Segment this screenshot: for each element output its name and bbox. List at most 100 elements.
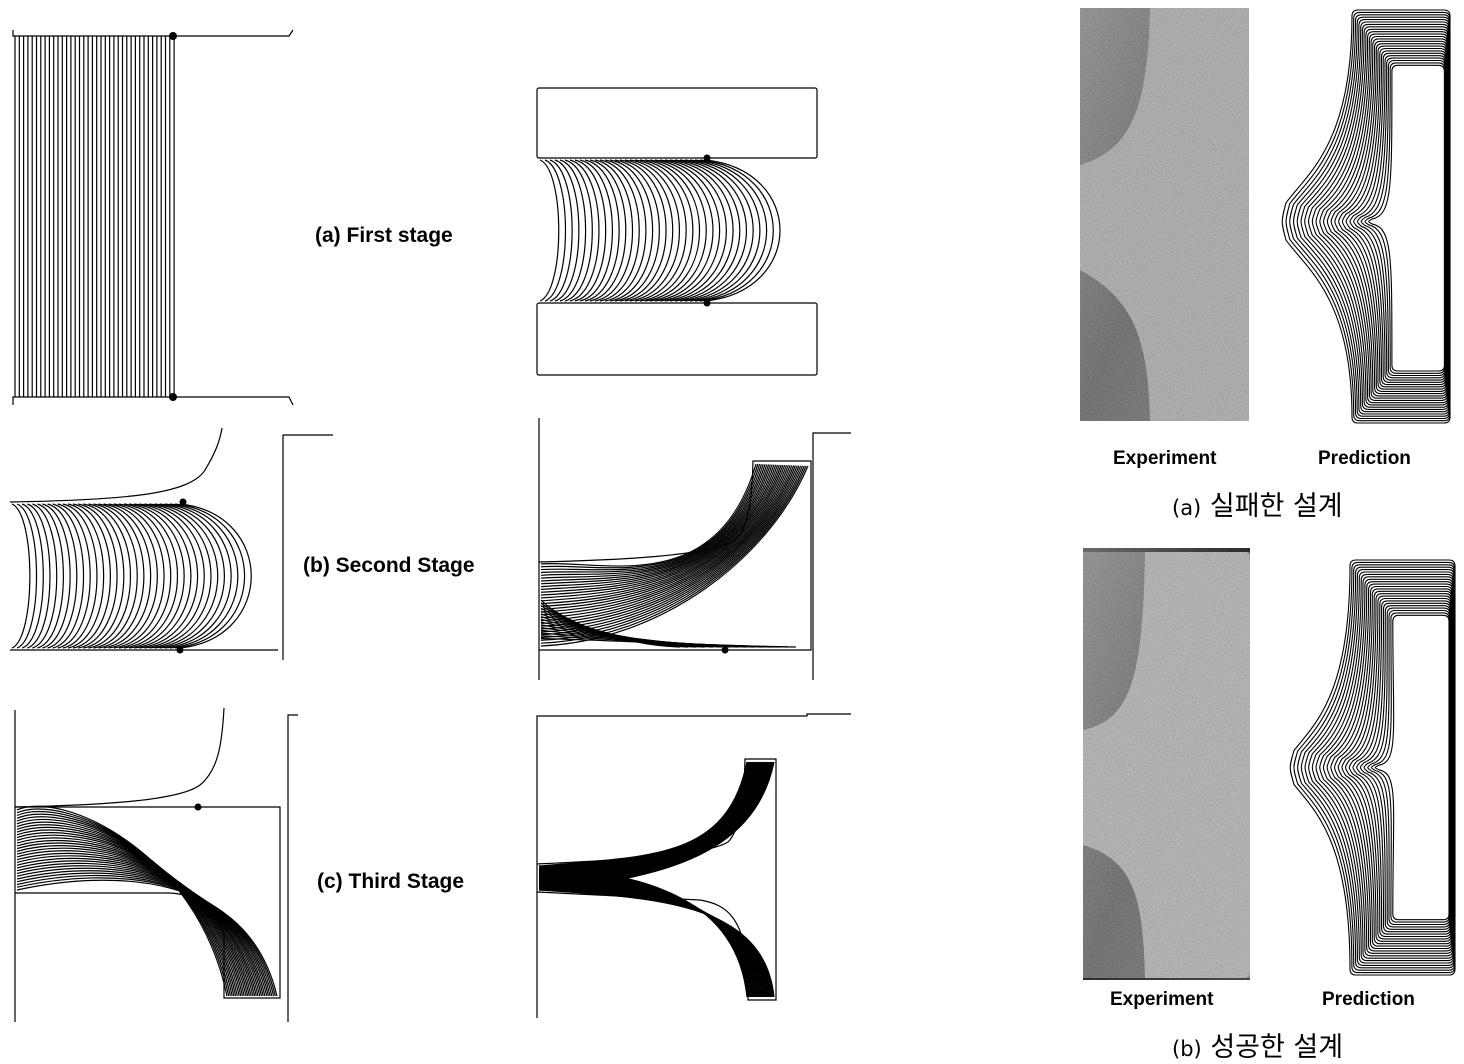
flow-line	[1341, 47, 1447, 388]
flow-line	[47, 503, 78, 649]
flow-line	[1374, 614, 1450, 921]
flow-line	[664, 159, 727, 302]
flow-line	[103, 503, 152, 649]
prediction-flowlines	[1289, 559, 1456, 976]
flow-line	[149, 503, 212, 649]
flow-line	[540, 464, 773, 590]
flow-line	[1315, 31, 1449, 404]
flow-line	[540, 465, 800, 633]
caption-text: 실패한 설계	[1209, 491, 1343, 522]
second-stage-initial	[9, 427, 333, 660]
flow-line	[16, 852, 259, 997]
flow-line	[540, 465, 807, 644]
flow-line	[16, 879, 278, 997]
flow-line	[1363, 607, 1451, 928]
flow-line	[16, 837, 249, 997]
flow-line	[98, 503, 145, 649]
flow-line	[16, 865, 268, 997]
flow-line	[1300, 21, 1450, 413]
curved-flow-lines	[16, 805, 278, 997]
flow-line	[1360, 59, 1446, 377]
flow-line	[639, 159, 694, 302]
flow-line	[540, 464, 782, 605]
flow-line	[629, 159, 681, 302]
flow-line	[1356, 57, 1446, 379]
flow-line	[1364, 62, 1446, 374]
flow-line	[539, 159, 560, 302]
flow-line	[1304, 569, 1455, 966]
flow-line	[634, 159, 687, 302]
flow-line	[1319, 578, 1454, 957]
flow-line	[684, 159, 754, 302]
third-stage-initial	[14, 707, 298, 1022]
flow-line	[1345, 595, 1452, 940]
flow-line	[540, 464, 764, 576]
prediction-label-top: Prediction	[1318, 448, 1411, 469]
flow-line	[1311, 573, 1454, 962]
flow-line	[16, 847, 256, 997]
flow-line	[559, 159, 587, 302]
flow-line	[16, 874, 275, 997]
flow-line	[540, 465, 795, 624]
comparison-bottom	[1083, 548, 1456, 980]
flow-line	[540, 464, 762, 574]
flow-line	[16, 857, 263, 997]
flow-line	[540, 464, 768, 582]
flow-line	[1348, 597, 1452, 938]
flow-line	[1330, 40, 1448, 395]
flow-line	[134, 503, 192, 649]
experiment-label-bottom: Experiment	[1110, 989, 1214, 1010]
flow-line	[1341, 593, 1452, 942]
flow-line	[11, 503, 31, 649]
flow-line	[32, 503, 58, 649]
die-wall	[287, 714, 298, 1022]
flow-line	[624, 159, 674, 302]
flow-line	[62, 503, 98, 649]
flow-line	[1370, 612, 1450, 923]
flow-line	[689, 159, 761, 302]
marker-point	[703, 299, 711, 307]
flow-line	[538, 761, 773, 889]
flow-line	[654, 159, 714, 302]
flow-line	[540, 638, 796, 648]
flow-line	[83, 503, 125, 649]
experiment-photo	[1083, 548, 1250, 980]
flow-line	[538, 889, 775, 998]
flow-line	[544, 159, 567, 302]
curved-flow-lines	[540, 463, 809, 648]
flow-line	[57, 503, 91, 649]
flow-line	[540, 464, 788, 613]
flow-line	[93, 503, 138, 649]
flow-line	[179, 503, 252, 649]
flow-line	[540, 464, 780, 602]
marker-point	[721, 646, 729, 654]
flow-line	[538, 761, 748, 867]
flow-line	[16, 855, 261, 997]
flow-line	[1337, 590, 1453, 945]
flow-line	[1345, 50, 1447, 386]
flow-line	[540, 465, 796, 627]
flow-line	[1300, 566, 1455, 969]
flow-line	[1308, 571, 1455, 964]
flow-line	[78, 503, 118, 649]
flow-line	[699, 159, 774, 302]
flow-line	[540, 464, 779, 599]
experiment-label-top: Experiment	[1113, 448, 1217, 469]
flow-line	[584, 159, 620, 302]
flow-line	[1353, 55, 1446, 381]
flow-line	[704, 159, 781, 302]
flow-line	[604, 159, 647, 302]
caption-tag: (b)	[1172, 1037, 1202, 1061]
flow-line	[88, 503, 132, 649]
flow-line	[594, 159, 633, 302]
marker-point	[176, 646, 184, 654]
flow-line	[1311, 28, 1449, 406]
flow-line	[538, 761, 752, 870]
flow-line	[123, 503, 178, 649]
flow-line	[1315, 576, 1454, 959]
flow-line	[538, 761, 753, 871]
die-outline	[536, 713, 851, 1018]
caption-top: (a) 실패한 설계	[1172, 484, 1343, 523]
flow-line	[72, 503, 111, 649]
